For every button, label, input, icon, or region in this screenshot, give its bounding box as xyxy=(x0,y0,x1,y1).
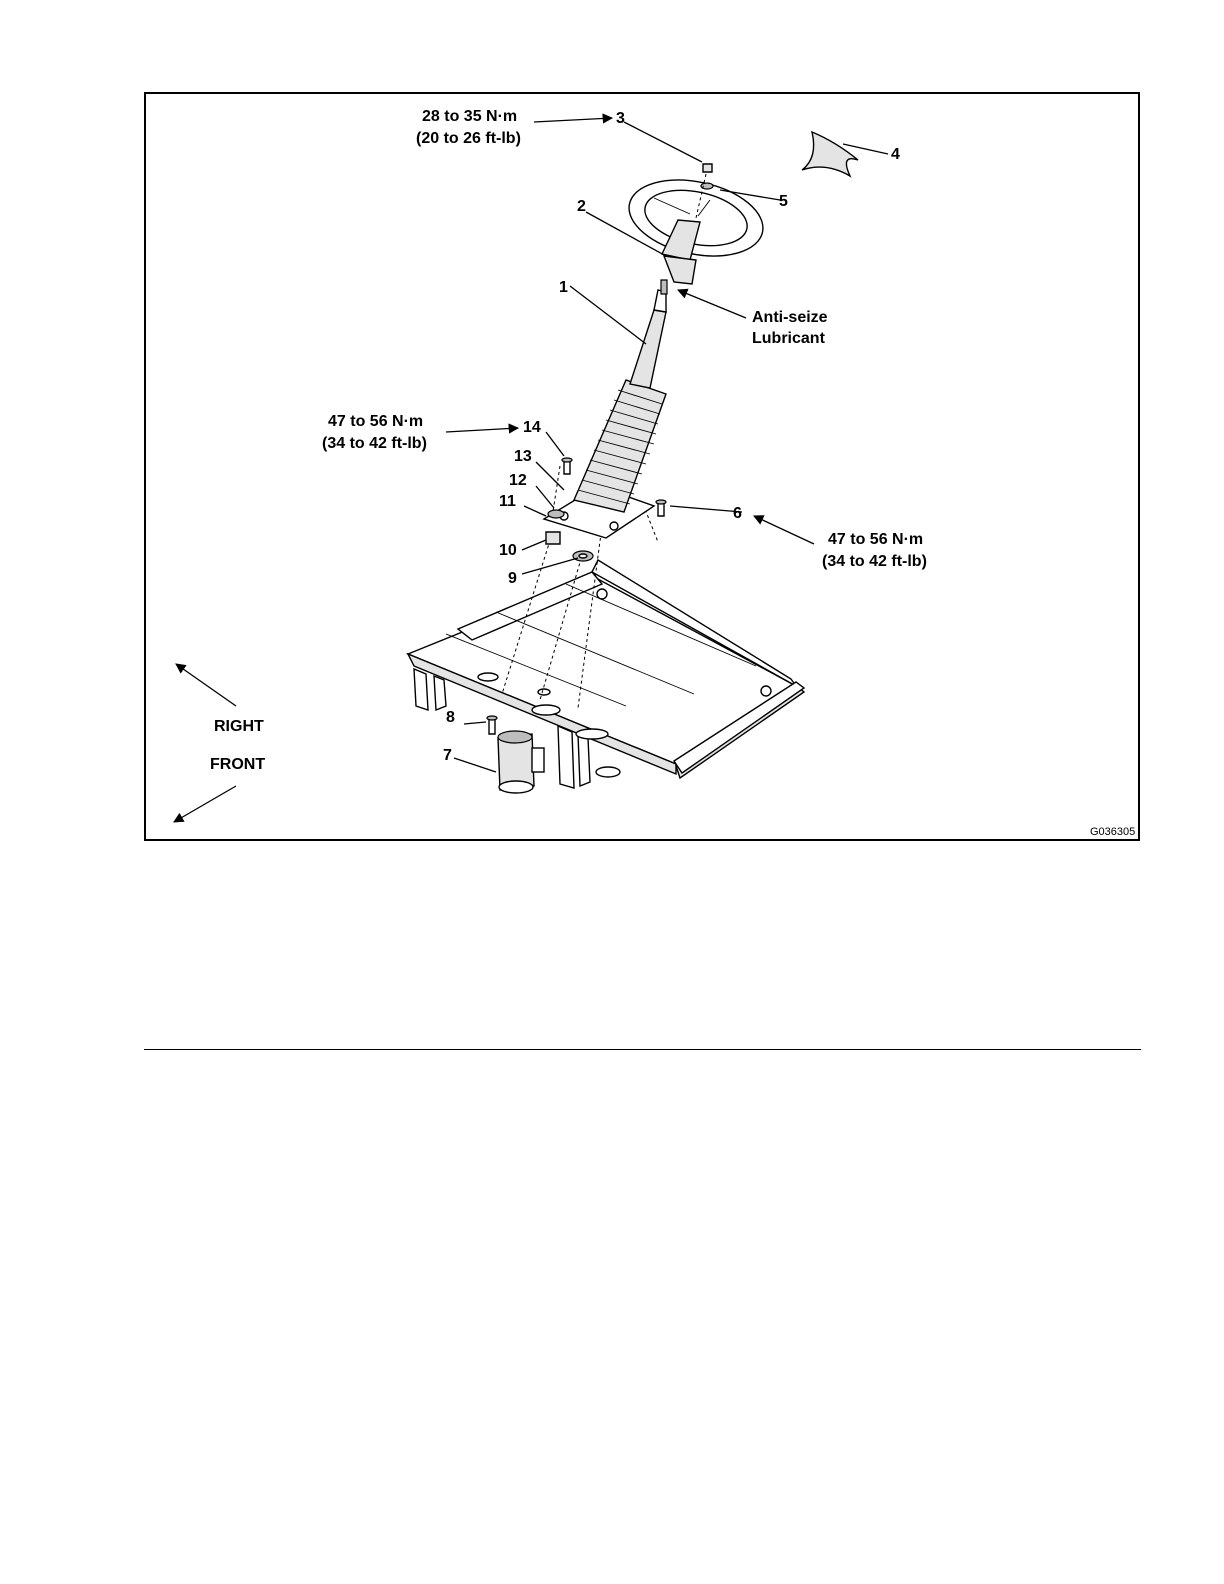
arrow-right-direction-icon xyxy=(176,664,236,706)
direction-front-label: FRONT xyxy=(210,756,265,773)
steering-control-valve xyxy=(498,731,544,793)
bolt-6 xyxy=(656,500,666,516)
figure-frame: 28 to 35 N·m (20 to 26 ft-lb) Anti-seize… xyxy=(144,92,1140,841)
part-number-5: 5 xyxy=(779,193,788,210)
part-number-13: 13 xyxy=(514,448,532,465)
steering-column xyxy=(630,280,667,388)
direction-arrows xyxy=(174,664,236,822)
part-number-6: 6 xyxy=(733,505,742,522)
nut-3 xyxy=(703,164,712,172)
bellows-boot xyxy=(574,380,666,512)
figure-id: G036305 xyxy=(1090,826,1135,838)
part-number-3: 3 xyxy=(616,110,625,127)
part-number-10: 10 xyxy=(499,542,517,559)
part-number-7: 7 xyxy=(443,747,452,764)
section-divider xyxy=(144,1049,1141,1050)
callout-anti-seize-line1: Anti-seize xyxy=(752,309,828,326)
part-number-2: 2 xyxy=(577,198,586,215)
bolt-13 xyxy=(562,458,572,474)
part-number-8: 8 xyxy=(446,709,455,726)
washer-12 xyxy=(548,510,564,518)
part-number-1: 1 xyxy=(559,279,568,296)
callout-wheel-nut-nm: 28 to 35 N·m xyxy=(422,108,517,125)
part-number-11: 11 xyxy=(499,493,516,510)
steering-cap xyxy=(802,132,858,176)
frame-platform xyxy=(408,560,804,788)
nut-10 xyxy=(546,532,560,544)
callout-wheel-nut-ftlb: (20 to 26 ft-lb) xyxy=(416,130,521,147)
direction-right-label: RIGHT xyxy=(214,718,264,735)
callout-upper-bolts-ftlb: (34 to 42 ft-lb) xyxy=(322,435,427,452)
part-number-4: 4 xyxy=(891,146,900,163)
steering-assembly-diagram: 28 to 35 N·m (20 to 26 ft-lb) Anti-seize… xyxy=(146,94,1138,839)
washer-9 xyxy=(573,551,593,561)
part-number-14: 14 xyxy=(523,419,541,436)
arrow-front-direction-icon xyxy=(174,786,236,822)
callout-side-bolts-nm: 47 to 56 N·m xyxy=(828,531,923,548)
bolt-8 xyxy=(487,716,497,734)
callout-upper-bolts-nm: 47 to 56 N·m xyxy=(328,413,423,430)
part-number-9: 9 xyxy=(508,570,517,587)
part-number-12: 12 xyxy=(509,472,527,489)
callout-side-bolts-ftlb: (34 to 42 ft-lb) xyxy=(822,553,927,570)
callout-anti-seize-line2: Lubricant xyxy=(752,330,826,347)
steering-wheel xyxy=(622,169,770,284)
